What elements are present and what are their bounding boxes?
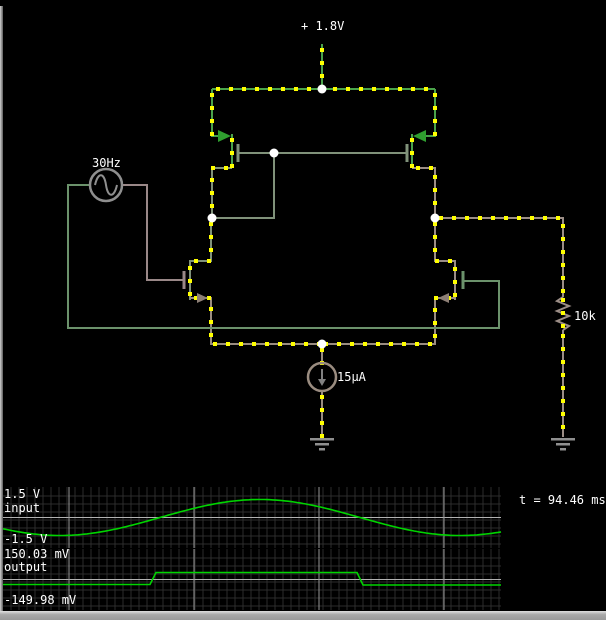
- scope-output-max-label: 150.03 mV: [4, 547, 70, 561]
- scope-input-min-label: -1.5 V: [4, 532, 48, 546]
- current-dots: [188, 48, 565, 438]
- mosfet-pmos-right[interactable]: [405, 130, 426, 162]
- vdd-rail-label: + 1.8V: [301, 19, 345, 33]
- current-source-label: 15µA: [337, 370, 366, 384]
- junction-dot: [317, 339, 327, 349]
- junction-dot: [207, 213, 217, 223]
- resistor[interactable]: [554, 296, 572, 331]
- resistor-label: 10k: [574, 309, 596, 323]
- scope-panel-output[interactable]: [3, 549, 501, 610]
- junction-dot: [430, 213, 440, 223]
- mosfet-pmos-left[interactable]: [218, 130, 240, 162]
- wire-pmos-right-drain[interactable]: [412, 167, 436, 218]
- wire-output-wire[interactable]: [435, 217, 564, 297]
- scope-input-name-label: input: [4, 501, 41, 515]
- scope-trace-input: [2, 498, 502, 537]
- mosfet-nmos-left[interactable]: [182, 271, 208, 303]
- scope-output-min-label: -149.98 mV: [4, 593, 77, 607]
- ac-frequency-label: 30Hz: [92, 156, 121, 170]
- wire-gate-drain-tie[interactable]: [213, 153, 275, 219]
- window-bottom-border: [0, 611, 606, 620]
- scope-input-max-label: 1.5 V: [4, 487, 41, 501]
- junction-dot: [317, 84, 327, 94]
- wire-ac-right-wire[interactable]: [123, 184, 183, 281]
- wire-pmos-right-source[interactable]: [415, 89, 436, 137]
- scope-panel-input[interactable]: [2, 487, 502, 548]
- junction-dot: [269, 148, 279, 158]
- scope-output-name-label: output: [4, 560, 48, 574]
- wire-ac-left-feedback-wire[interactable]: [67, 184, 500, 329]
- wire-pmos-left-source[interactable]: [211, 89, 229, 137]
- scope-trace-output: [3, 571, 501, 586]
- ground-left[interactable]: [310, 437, 334, 451]
- mosfet-nmos-right[interactable]: [438, 271, 465, 303]
- time-readout: t = 94.46 ms: [519, 493, 606, 507]
- ground-right[interactable]: [551, 437, 575, 451]
- ac-source[interactable]: [88, 167, 124, 203]
- wire-pmos-left-drain[interactable]: [211, 167, 232, 218]
- current-source[interactable]: [306, 361, 338, 393]
- window-left-border: [0, 6, 3, 620]
